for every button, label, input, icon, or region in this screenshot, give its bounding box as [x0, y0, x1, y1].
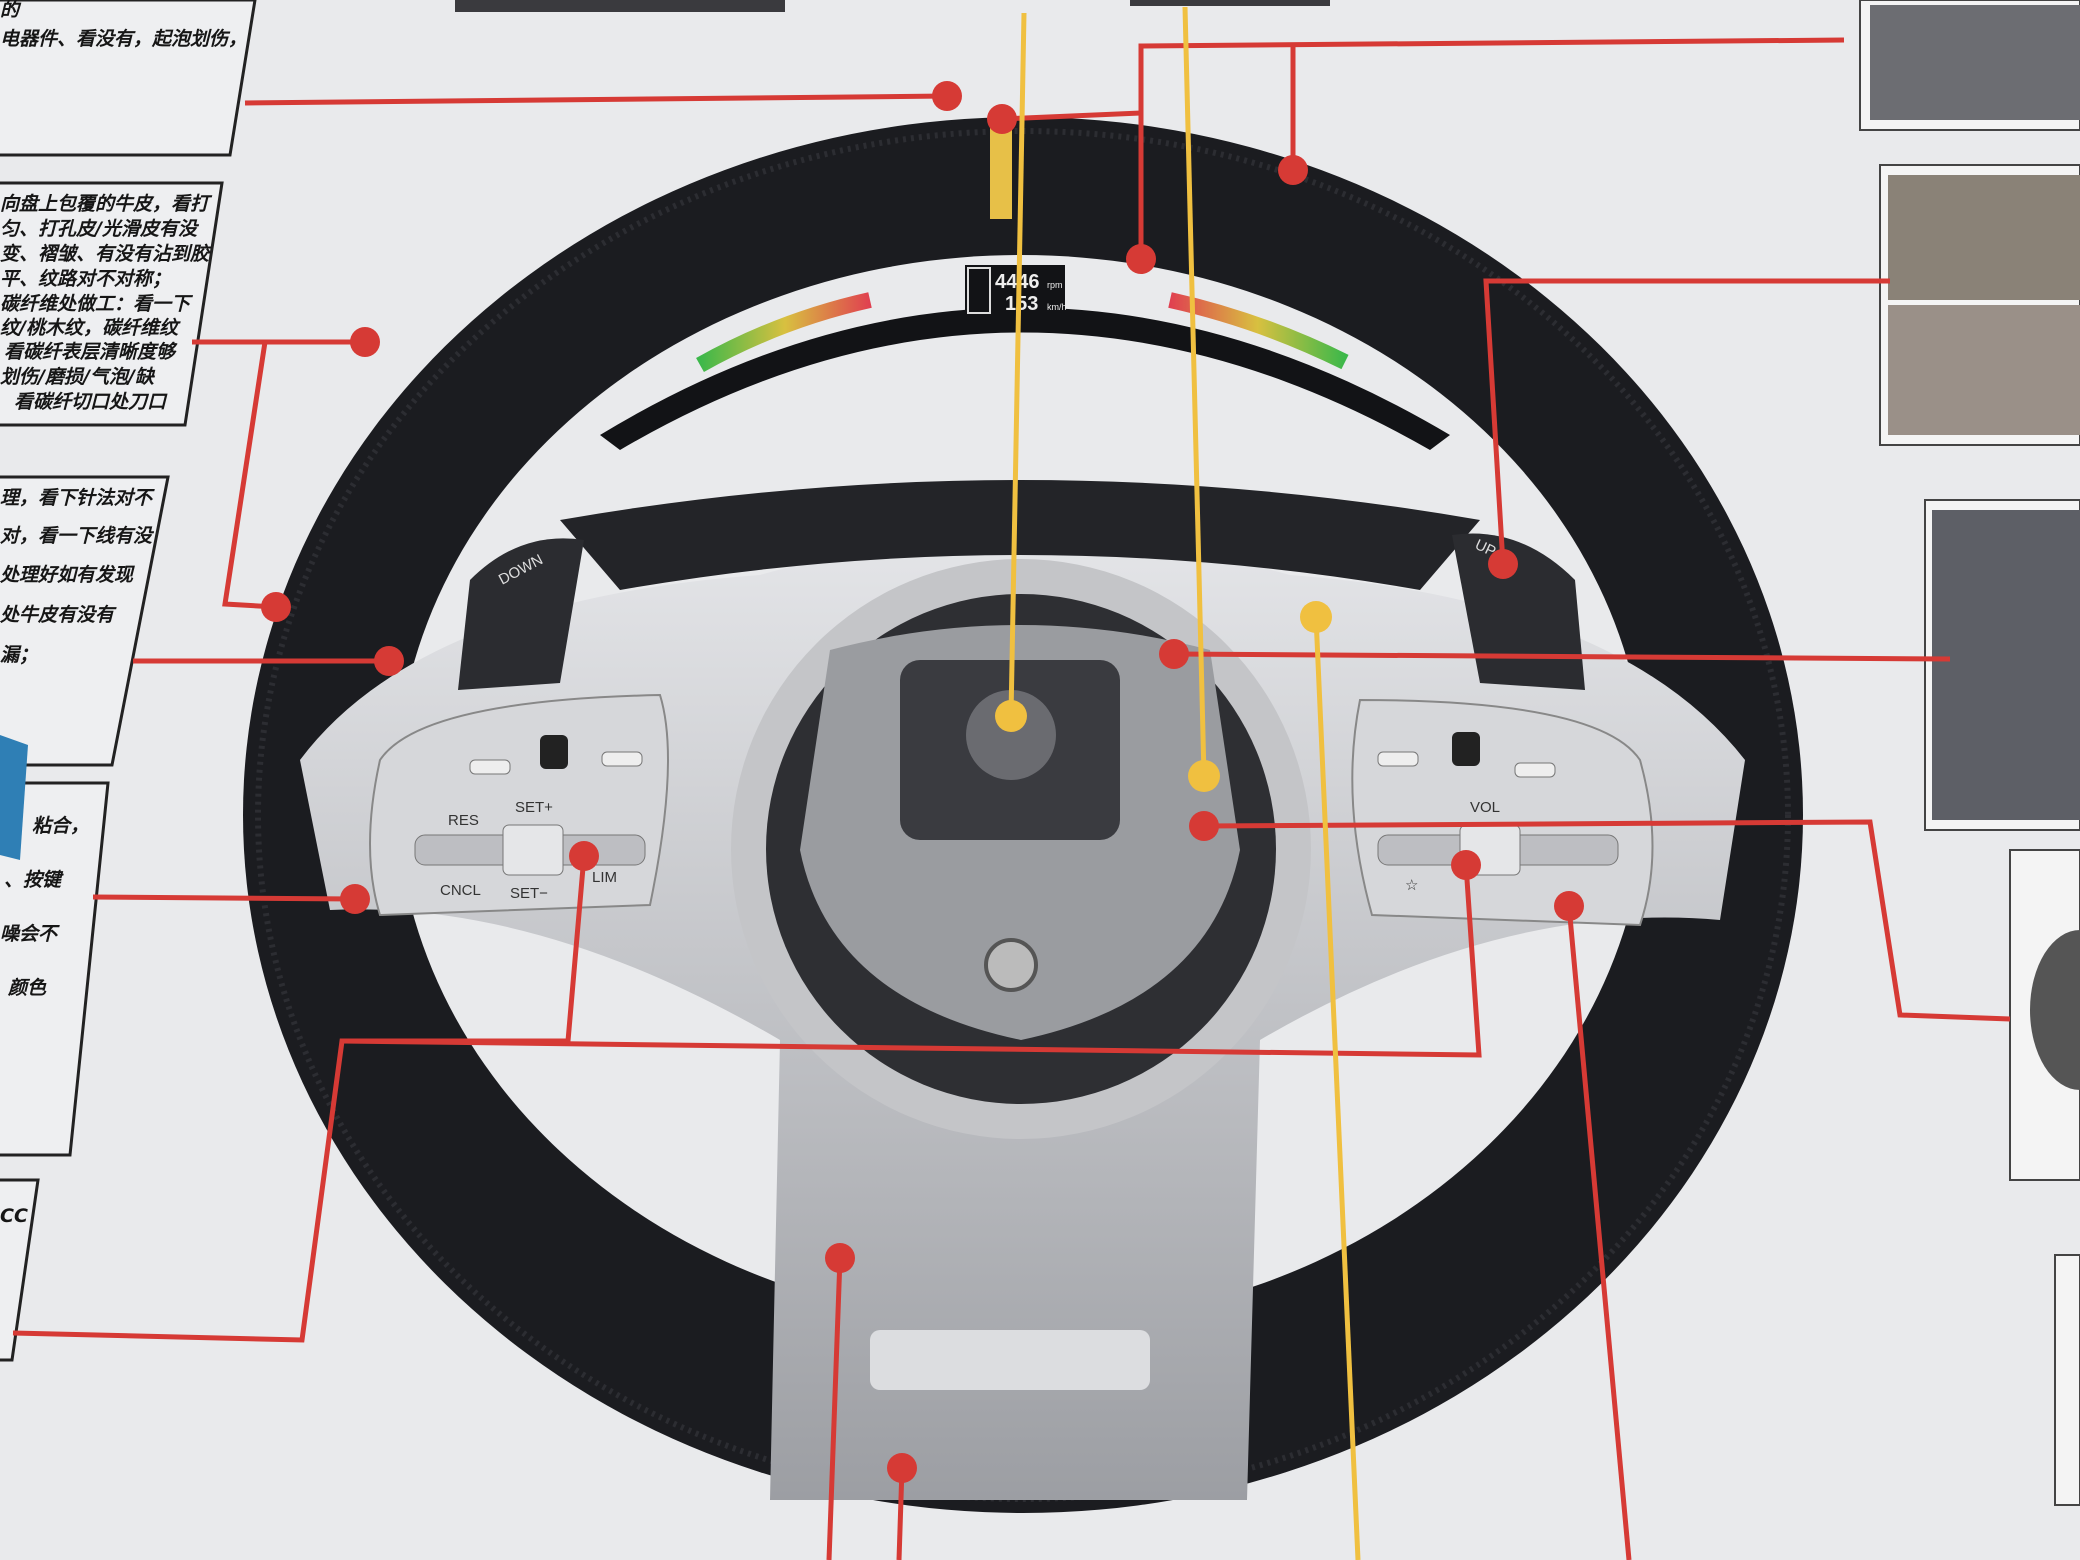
rpm-unit: rpm — [1047, 280, 1063, 290]
callout-dot — [887, 1453, 917, 1483]
note-box-4: 粘合， 、按键 噪会不 颜色 — [0, 781, 110, 1157]
hub-bolt — [984, 938, 1038, 992]
callout-dot — [825, 1243, 855, 1273]
note-line: 漏； — [0, 644, 38, 666]
note-line: 向盘上包覆的牛皮，看打 — [0, 193, 213, 215]
paddle-up[interactable] — [1452, 533, 1585, 690]
note-line: 看碳纤表层清晰度够 — [4, 341, 178, 363]
red-callout-dots — [261, 81, 1584, 1483]
callout-dot — [1278, 155, 1308, 185]
note-line: 看碳纤切口处刀口 — [14, 391, 168, 413]
right-button-pad: VOL ☆ — [1351, 698, 1654, 927]
note-line: 纹/桃木纹，碳纤维纹 — [0, 317, 181, 339]
note-box-2: 向盘上包覆的牛皮，看打 匀、打孔皮/光滑皮有没 变、褶皱、有没有沾到胶 平、纹路… — [0, 181, 224, 427]
callout-dot — [1159, 639, 1189, 669]
home-button-left[interactable] — [601, 751, 643, 767]
thumbnail-top-2 — [1130, 0, 1330, 6]
note-line: 处牛皮有没有 — [0, 604, 117, 626]
callout-dot — [932, 81, 962, 111]
gauge-icon — [967, 267, 991, 314]
led-display: 4446 rpm 153 km/h — [600, 265, 1450, 450]
callout-dot — [995, 700, 1027, 732]
lim-label: LIM — [592, 869, 617, 886]
note-line: 颜色 — [7, 977, 47, 999]
home-button-right[interactable] — [1377, 751, 1419, 767]
note-line: CC — [0, 1205, 28, 1227]
steering-shaft — [966, 690, 1056, 780]
note-line: 噪会不 — [0, 923, 60, 945]
speed-unit: km/h — [1047, 302, 1067, 312]
callout-dot — [1554, 891, 1584, 921]
callout-dot — [1451, 850, 1481, 880]
note-line: 的 — [0, 0, 22, 21]
star-icon[interactable]: ☆ — [1405, 877, 1418, 894]
callout-dot — [340, 884, 370, 914]
note-line: 碳纤维处做工：看一下 — [0, 293, 194, 315]
cruise-control-roller[interactable] — [502, 824, 564, 876]
note-box-3: 理，看下针法对不 对，看一下线有没 处理好如有发现 处牛皮有没有 漏； — [0, 475, 170, 767]
callout-dot — [569, 841, 599, 871]
note-line: 电器件、看没有，起泡划伤， — [0, 28, 247, 50]
back-button-right[interactable] — [1514, 762, 1556, 778]
callout-dot — [1126, 244, 1156, 274]
note-line: 匀、打孔皮/光滑皮有没 — [0, 218, 200, 240]
note-line: 粘合， — [32, 815, 89, 837]
yellow-callout-lines — [1008, 6, 1361, 1560]
vol-label: VOL — [1470, 799, 1500, 816]
callout-dot — [987, 104, 1017, 134]
note-box-1: 的 电器件、看没有，起泡划伤， — [0, 0, 257, 157]
back-button[interactable] — [469, 759, 511, 775]
callout-dot — [350, 327, 380, 357]
note-box-5: CC — [0, 1178, 40, 1362]
blue-object — [0, 735, 28, 860]
touch-control-right[interactable] — [1452, 732, 1480, 766]
yellow-callout-dots — [995, 601, 1332, 792]
note-line: 处理好如有发现 — [0, 564, 135, 586]
cncl-label: CNCL — [440, 882, 481, 899]
callout-dot — [1189, 811, 1219, 841]
top-center-stripe — [990, 126, 1012, 219]
thumbnail-top — [455, 0, 785, 12]
note-line: 对，看一下线有没 — [0, 525, 155, 547]
speed-value: 153 — [1005, 293, 1038, 315]
note-line: 平、纹路对不对称； — [0, 268, 171, 290]
paddle-down[interactable] — [458, 538, 584, 690]
set-plus-label: SET+ — [515, 799, 553, 816]
callout-dot — [1488, 549, 1518, 579]
callout-dot — [374, 646, 404, 676]
note-line: 、按键 — [4, 869, 64, 891]
res-label: RES — [448, 812, 479, 829]
bottom-spoke-insert — [870, 1330, 1150, 1390]
upper-shroud — [560, 480, 1480, 590]
shift-lights-left — [696, 292, 872, 372]
note-line: 变、褶皱、有没有沾到胶 — [0, 243, 212, 265]
set-minus-label: SET− — [510, 885, 548, 902]
red-callout-lines — [12, 37, 2011, 1560]
callout-dot — [261, 592, 291, 622]
callout-dot — [1300, 601, 1332, 633]
right-photo-strip — [1859, 0, 2080, 1506]
callout-dot — [1188, 760, 1220, 792]
note-line: 划伤/磨损/气泡/缺 — [0, 366, 156, 388]
touch-control-left[interactable] — [540, 735, 568, 769]
note-line: 理，看下针法对不 — [0, 487, 155, 509]
